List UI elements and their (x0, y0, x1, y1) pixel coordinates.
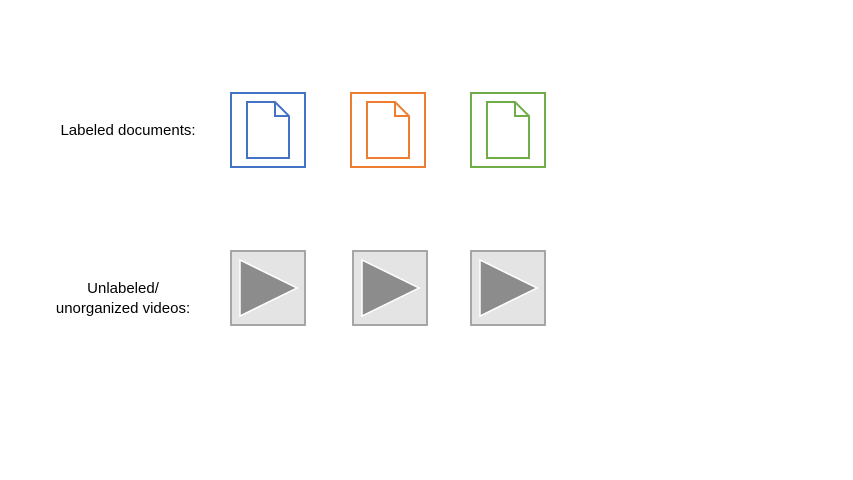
videos-row-label: Unlabeled/ unorganized videos: (40, 279, 206, 319)
documents-label-text: Labeled documents: (60, 122, 196, 139)
play-icon (239, 258, 299, 318)
video-tile (230, 250, 306, 326)
document-icon (366, 101, 410, 159)
play-icon (361, 258, 421, 318)
video-tile (352, 250, 428, 326)
document-tile-blue (230, 92, 306, 168)
videos-label-line1: Unlabeled/ (87, 280, 159, 297)
play-icon (479, 258, 539, 318)
videos-label-line2: unorganized videos: (55, 300, 191, 317)
video-tile (470, 250, 546, 326)
documents-row-label: Labeled documents: (40, 121, 216, 141)
document-tile-orange (350, 92, 426, 168)
document-tile-green (470, 92, 546, 168)
document-icon (246, 101, 290, 159)
document-icon (486, 101, 530, 159)
